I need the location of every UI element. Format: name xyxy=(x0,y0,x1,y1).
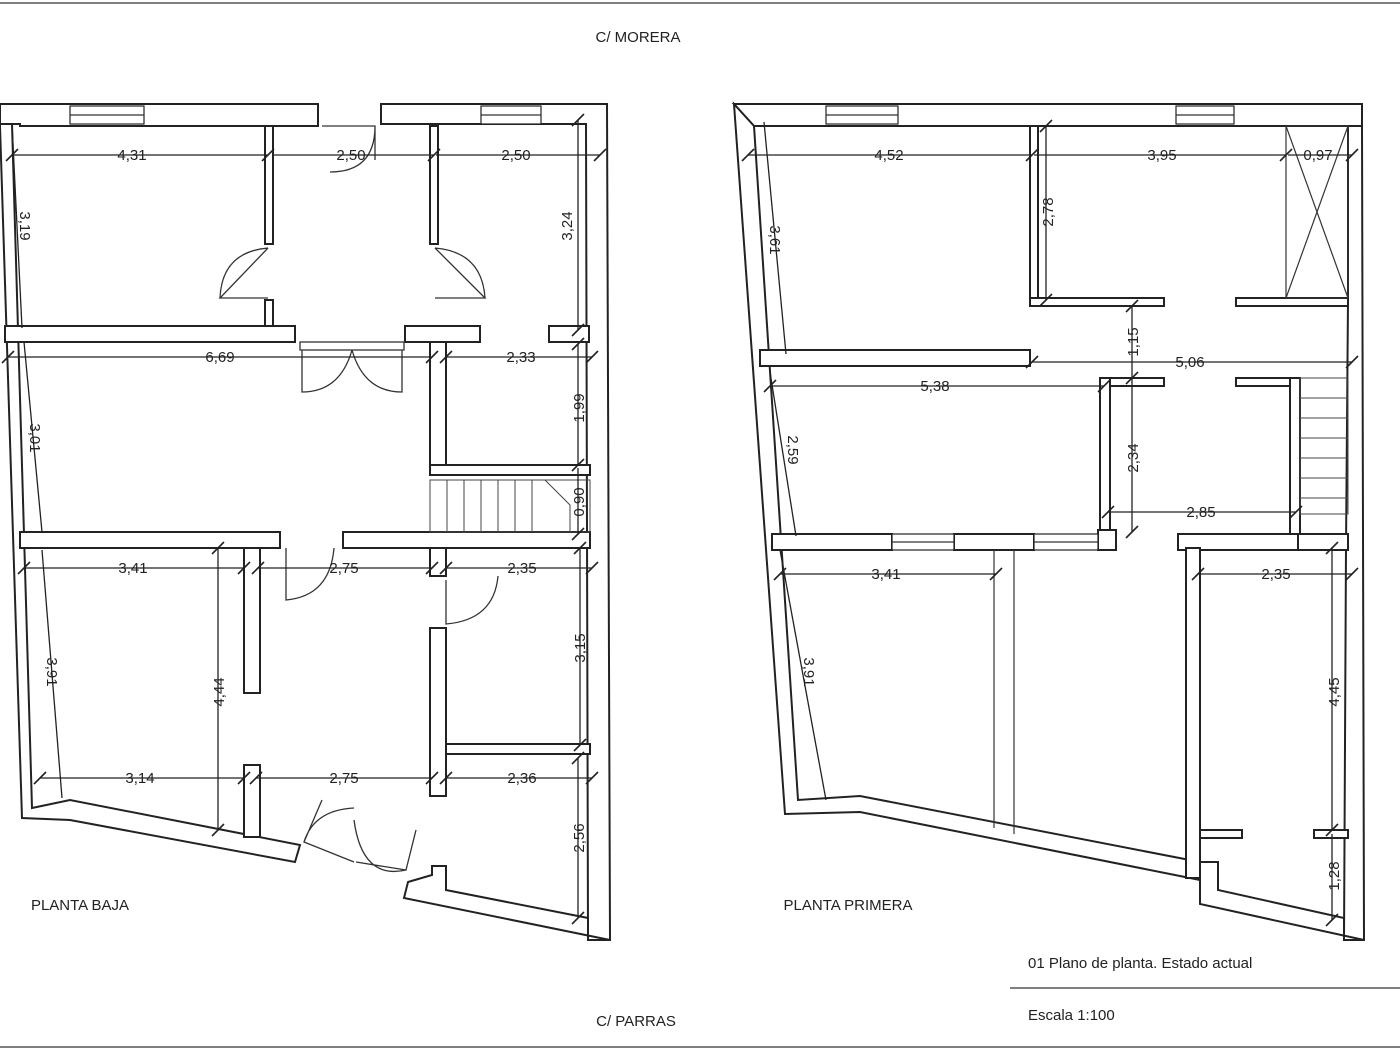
wall xyxy=(243,547,261,694)
dim-label: 0,97 xyxy=(1303,147,1332,164)
dim-label: 3,61 xyxy=(766,225,783,254)
wall xyxy=(243,764,261,838)
street-label-top: C/ MORERA xyxy=(595,29,680,46)
wall xyxy=(445,743,591,755)
first-floor-label: PLANTA PRIMERA xyxy=(784,897,913,914)
dim-label: 1,15 xyxy=(1125,327,1142,356)
ground-outer-wall-left xyxy=(0,123,302,864)
wall xyxy=(19,531,281,549)
dim-label: 1,28 xyxy=(1326,861,1343,890)
wall xyxy=(1099,377,1111,531)
dim-label: 2,36 xyxy=(507,770,536,787)
dim-label: 6,69 xyxy=(205,349,234,366)
dim-label: 4,45 xyxy=(1326,677,1343,706)
title-block-title: 01 Plano de planta. Estado actual xyxy=(1028,955,1252,972)
wall xyxy=(1235,297,1349,307)
dim-label: 2,59 xyxy=(784,435,801,464)
wall xyxy=(429,341,447,473)
ground-dimension-ticks xyxy=(1,113,607,925)
ground-doors xyxy=(218,125,499,872)
first-stairs xyxy=(1299,377,1349,515)
wall xyxy=(1297,533,1349,551)
ground-outer-wall-bottom-right xyxy=(402,865,611,941)
dim-label: 1,99 xyxy=(571,393,588,422)
dim-label: 2,78 xyxy=(1040,197,1057,226)
wall xyxy=(404,325,481,343)
dim-label: 2,35 xyxy=(1261,566,1290,583)
dim-label: 3,91 xyxy=(43,657,60,686)
wall xyxy=(4,325,296,343)
dim-label: 3,95 xyxy=(1147,147,1176,164)
wall xyxy=(429,125,439,245)
wall xyxy=(1185,547,1201,879)
dim-label: 3,19 xyxy=(16,211,33,240)
dim-label: 4,52 xyxy=(874,147,903,164)
title-block-scale: Escala 1:100 xyxy=(1028,1007,1115,1024)
ground-outer-wall xyxy=(0,103,319,127)
dim-label: 3,41 xyxy=(871,566,900,583)
dim-label: 2,75 xyxy=(329,560,358,577)
ground-dimension-lines xyxy=(8,120,600,918)
dim-label: 5,06 xyxy=(1175,354,1204,371)
dim-label: 2,33 xyxy=(506,349,535,366)
wall xyxy=(1029,297,1165,307)
dim-label: 4,31 xyxy=(117,147,146,164)
dim-label: 0,90 xyxy=(571,487,588,516)
wall xyxy=(771,533,893,551)
ground-floor-plan: 4,31 2,50 2,50 3,19 3,24 6,69 2,33 3,01 … xyxy=(0,103,612,941)
ground-floor-label: PLANTA BAJA xyxy=(31,897,129,914)
ground-dimension-labels: 4,31 2,50 2,50 3,19 3,24 6,69 2,33 3,01 … xyxy=(16,147,589,853)
dim-label: 5,38 xyxy=(920,378,949,395)
dim-label: 3,15 xyxy=(572,633,589,662)
first-dimension-ticks xyxy=(741,119,1359,927)
wall xyxy=(264,125,274,245)
wall xyxy=(264,299,274,329)
street-label-bottom: C/ PARRAS xyxy=(596,1013,676,1030)
wall xyxy=(429,627,447,797)
dim-label: 4,44 xyxy=(211,677,228,706)
wall xyxy=(342,531,591,549)
dim-label: 2,56 xyxy=(571,823,588,852)
dim-label: 2,75 xyxy=(329,770,358,787)
wall xyxy=(1199,829,1243,839)
dim-label: 3,14 xyxy=(125,770,154,787)
dim-label: 2,34 xyxy=(1125,443,1142,472)
first-dimension-lines xyxy=(748,121,1352,920)
wall xyxy=(429,464,591,476)
dim-label: 2,50 xyxy=(501,147,530,164)
dim-label: 3,41 xyxy=(118,560,147,577)
first-dimension-labels: 4,52 3,95 0,97 3,61 2,78 1,15 5,06 5,38 … xyxy=(766,147,1343,891)
ground-stairs xyxy=(429,479,591,533)
dim-label: 3,24 xyxy=(559,211,576,240)
first-outer-wall-bottom-right xyxy=(1199,861,1365,941)
dim-label: 3,91 xyxy=(800,657,817,686)
wall xyxy=(953,533,1035,551)
wall xyxy=(759,349,1031,367)
dim-label: 2,85 xyxy=(1186,504,1215,521)
dim-label: 2,35 xyxy=(507,560,536,577)
dim-label: 3,01 xyxy=(26,423,43,452)
first-outer-wall-left xyxy=(732,101,1201,882)
dim-label: 2,50 xyxy=(336,147,365,164)
first-floor-plan: 4,52 3,95 0,97 3,61 2,78 1,15 5,06 5,38 … xyxy=(731,101,1366,941)
wall xyxy=(1097,529,1117,551)
wall xyxy=(1235,377,1299,387)
